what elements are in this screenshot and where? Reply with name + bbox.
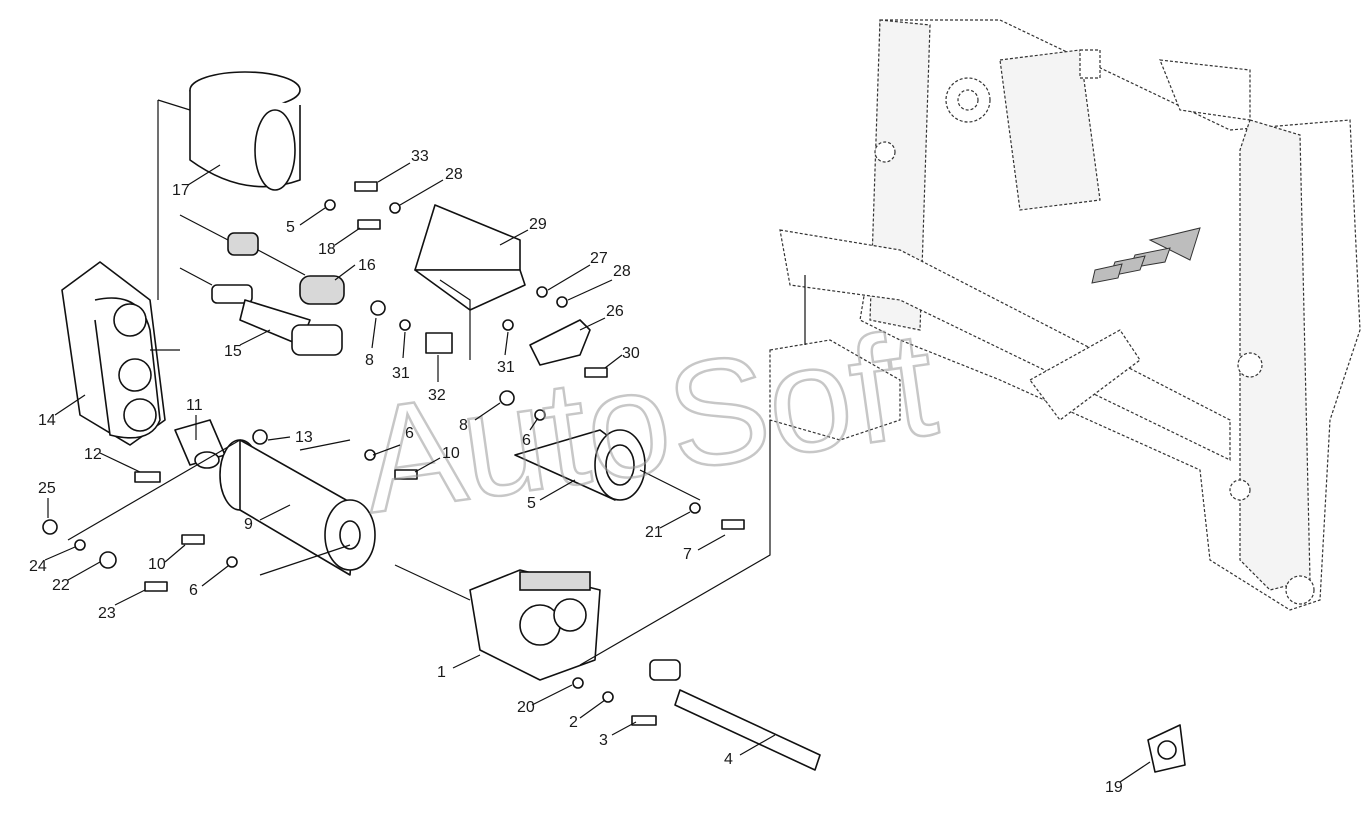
callout-20: 20 (517, 699, 535, 716)
callout-19: 19 (1105, 779, 1123, 796)
callout-13: 13 (295, 429, 313, 446)
callout-1: 1 (437, 664, 446, 681)
part-1-gearbox (394, 564, 601, 681)
part-5-cover (514, 429, 646, 501)
callout-6-b: 6 (522, 432, 531, 449)
callout-30: 30 (622, 345, 640, 362)
callout-27: 27 (590, 250, 608, 267)
callout-8-b: 8 (459, 417, 468, 434)
fasteners (42, 181, 745, 726)
part-4-shaft (649, 659, 821, 771)
callout-21: 21 (645, 524, 663, 541)
part-16-telescopic-shaft (227, 232, 345, 305)
callout-3: 3 (599, 732, 608, 749)
callout-26: 26 (606, 303, 624, 320)
callout-12: 12 (84, 446, 102, 463)
part-14-gearbox (61, 261, 166, 446)
callout-2: 2 (569, 714, 578, 731)
part-15-universal-joint (211, 284, 343, 356)
callout-8-a: 8 (365, 352, 374, 369)
part-19-flange (1147, 724, 1186, 773)
callout-6-a: 6 (405, 425, 414, 442)
callout-28-a: 28 (445, 166, 463, 183)
callout-33: 33 (411, 148, 429, 165)
callout-6-c: 6 (189, 582, 198, 599)
callout-14: 14 (38, 412, 56, 429)
callout-18: 18 (318, 241, 336, 258)
callout-28-b: 28 (613, 263, 631, 280)
callout-17: 17 (172, 182, 190, 199)
callout-9: 9 (244, 516, 253, 533)
callout-16: 16 (358, 257, 376, 274)
callout-15: 15 (224, 343, 242, 360)
callout-5-upper: 5 (286, 219, 295, 236)
callout-31-a: 31 (392, 365, 410, 382)
callout-10-b: 10 (148, 556, 166, 573)
leader-lines (67, 99, 806, 666)
callout-10-a: 10 (442, 445, 460, 462)
callout-5-lower: 5 (527, 495, 536, 512)
part-11-bush (174, 419, 226, 469)
part-26-bracket (529, 319, 591, 366)
callout-29: 29 (529, 216, 547, 233)
callout-leaders (44, 162, 1151, 783)
callout-25: 25 (38, 480, 56, 497)
machine-frame (769, 19, 1361, 611)
part-9-tube (219, 439, 376, 576)
part-29-guard (414, 204, 526, 311)
callout-23: 23 (98, 605, 116, 622)
callout-11: 11 (186, 397, 203, 414)
callout-labels: 1 2 3 4 5 5 6 6 6 7 8 8 9 10 10 11 12 13… (29, 148, 1123, 796)
part-17-sleeve (189, 71, 301, 191)
callout-32: 32 (428, 387, 446, 404)
callout-7: 7 (683, 546, 692, 563)
callout-24: 24 (29, 558, 47, 575)
callout-31-b: 31 (497, 359, 515, 376)
callout-4: 4 (724, 751, 733, 768)
callout-22: 22 (52, 577, 70, 594)
